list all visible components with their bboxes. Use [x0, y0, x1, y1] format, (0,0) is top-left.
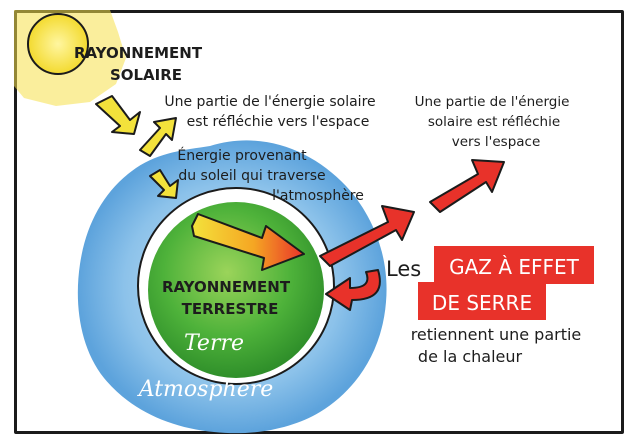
incoming-arrow-icon [95, 95, 141, 135]
reflect-right-line3: vers l'espace [452, 134, 541, 150]
ghg-suffix-line2: de la chaleur [418, 347, 523, 366]
sun-title-line2: SOLAIRE [110, 66, 182, 84]
reflect-right-line1: Une partie de l'énergie [415, 94, 570, 110]
retained-heat-arrow-icon [325, 269, 381, 311]
reflect-right-line2: solaire est réfléchie [428, 114, 560, 130]
atmosphere-label: Atmosphère [137, 377, 274, 402]
reflect-left-line2: est réfléchie vers l'espace [187, 114, 370, 130]
ghg-prefix: Les [386, 257, 421, 281]
ghg-highlight-line1: GAZ À EFFET [449, 255, 580, 279]
earth-radiation-line1: RAYONNEMENT [162, 278, 291, 296]
energy-through-line2: du soleil qui traverse [178, 168, 325, 184]
reflect-left-line1: Une partie de l'énergie solaire [164, 94, 375, 110]
energy-through-line1: Énergie provenant [177, 147, 307, 164]
earth-label: Terre [184, 331, 244, 356]
ghg-highlight-box-1 [434, 246, 594, 284]
ghg-highlight-box-2 [418, 282, 546, 320]
outgoing-arrow-icon [319, 205, 415, 267]
energy-through-line3: l'atmosphère [272, 188, 364, 204]
solar-to-terrestrial-arrow-icon [191, 213, 305, 271]
sun-title-line1: RAYONNEMENT [74, 44, 203, 62]
sun-icon [14, 10, 126, 106]
through-arrow-icon [149, 169, 179, 199]
ghg-suffix-line1: retiennent une partie [411, 325, 582, 344]
earth-radiation-line2: TERRESTRE [182, 300, 279, 318]
reflected-arrow-left-icon [139, 117, 177, 157]
reflected-arrow-right-icon [429, 159, 505, 213]
diagram-frame [14, 10, 624, 434]
ghg-highlight-line2: DE SERRE [432, 291, 532, 315]
